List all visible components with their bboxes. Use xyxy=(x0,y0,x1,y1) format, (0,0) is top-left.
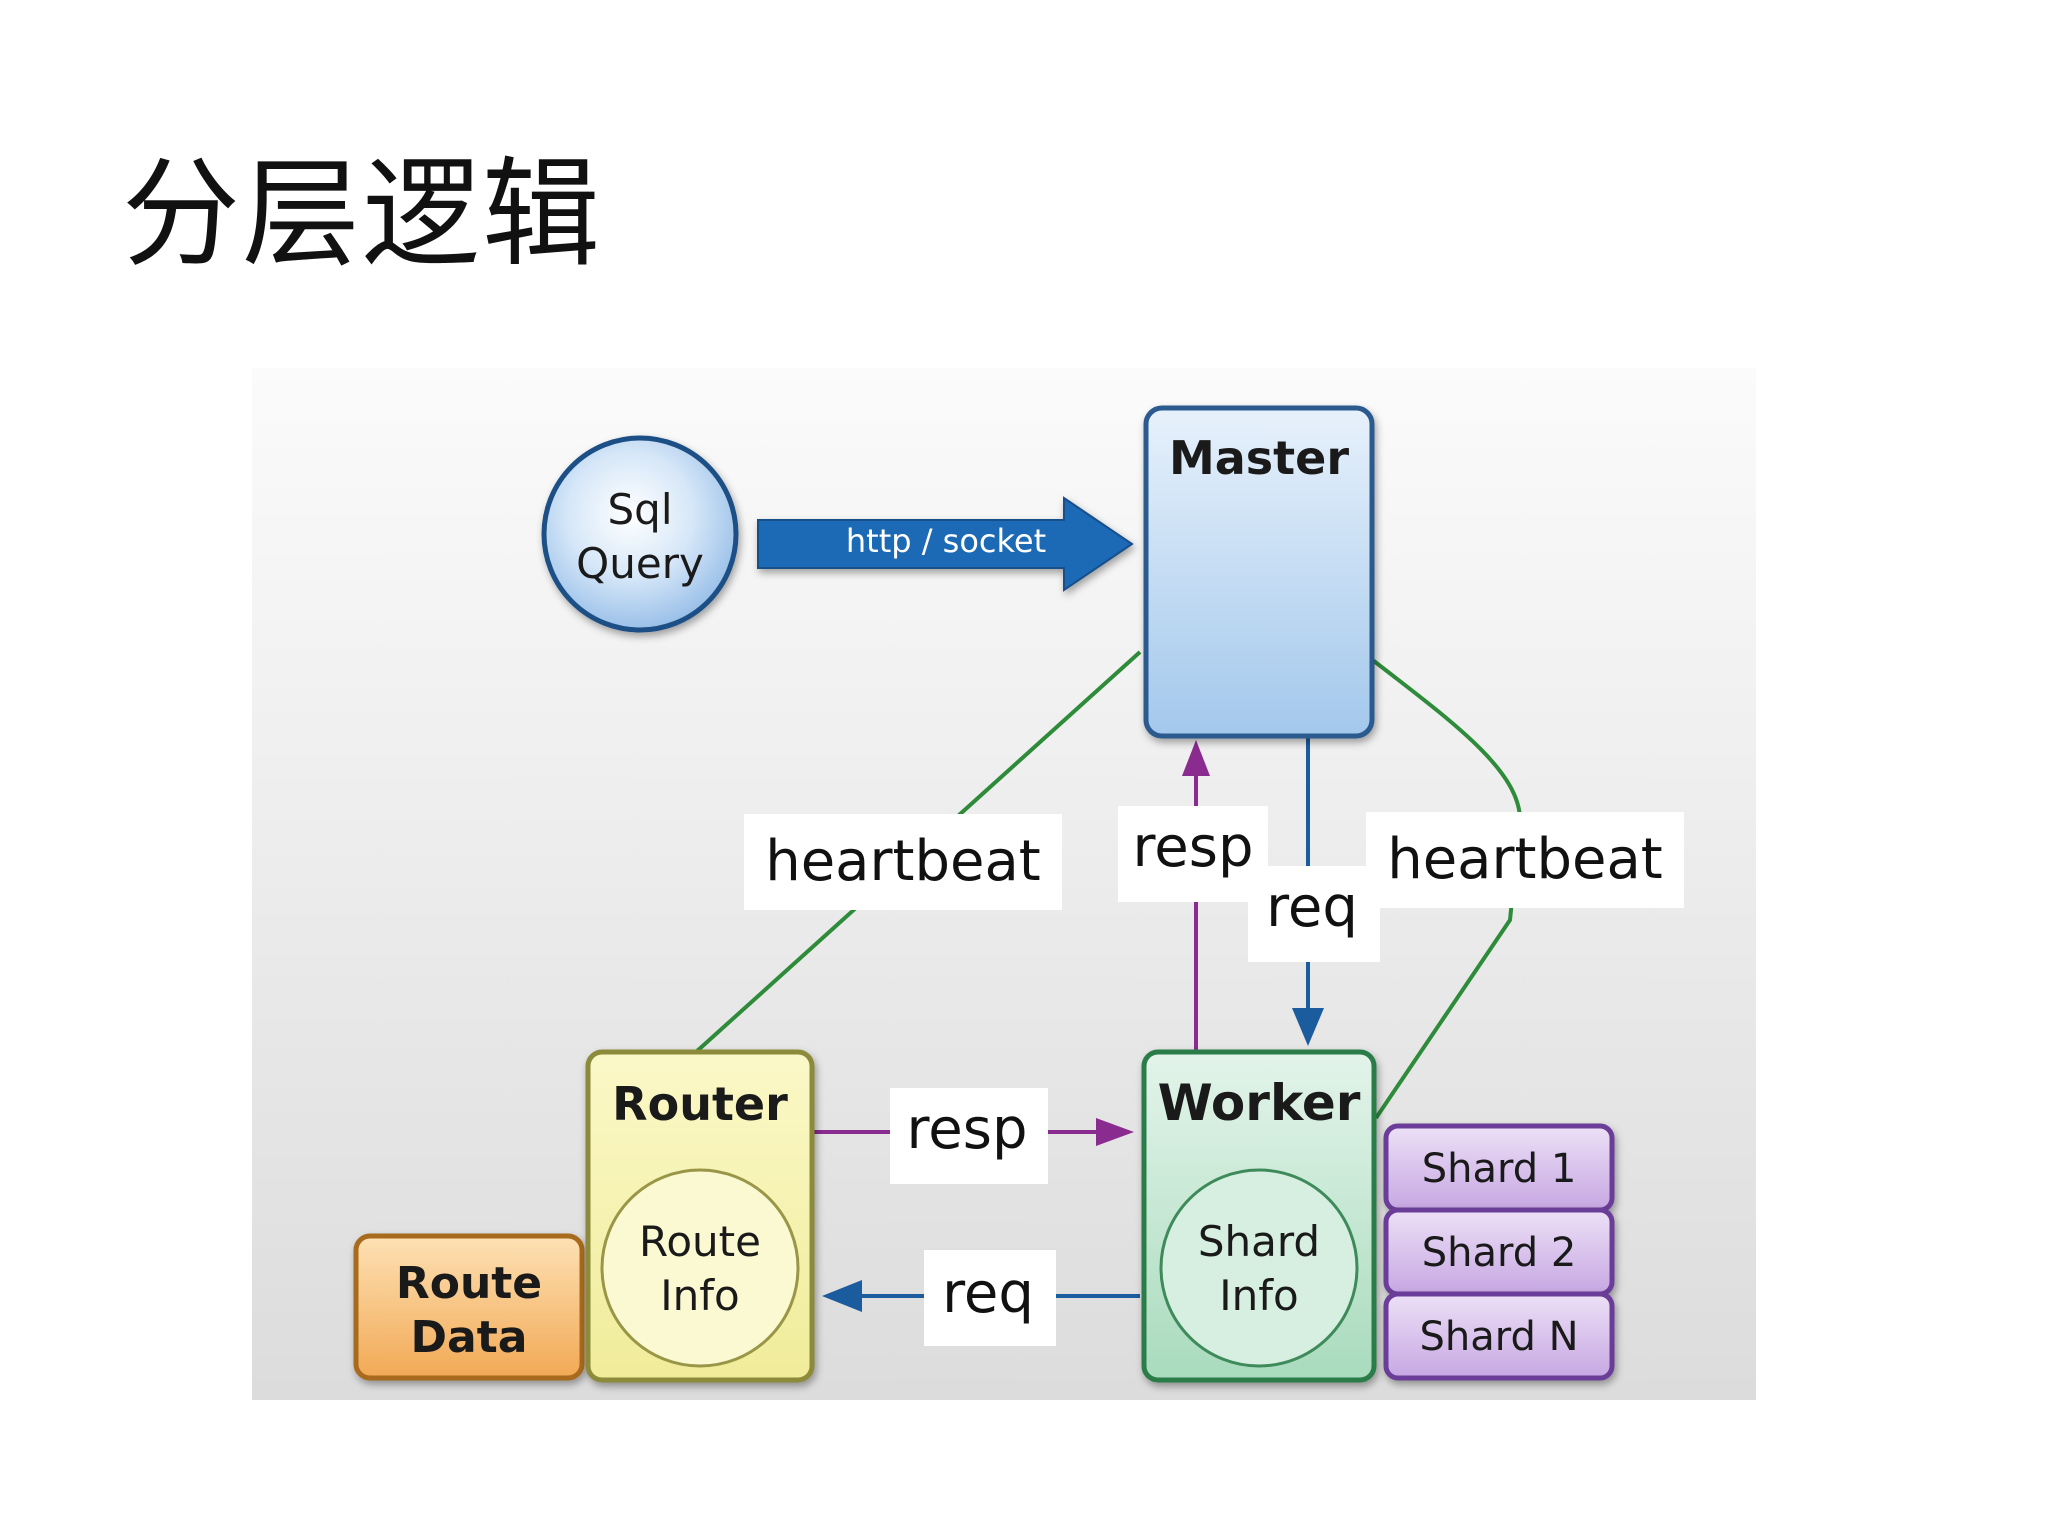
resp-router-label-box xyxy=(890,1088,1048,1184)
master-title: Master xyxy=(1169,431,1349,485)
worker-node: Worker Shard Info xyxy=(1141,1049,1377,1383)
heartbeat-left-label-box xyxy=(744,814,1062,910)
heartbeat-right-label-box xyxy=(1366,812,1684,908)
shard-1-node: Shard 1 xyxy=(1383,1123,1615,1213)
http-socket-label: http / socket xyxy=(846,522,1046,560)
resp-master-label: resp xyxy=(1133,815,1254,880)
master-node: Master xyxy=(1143,405,1375,739)
worker-title: Worker xyxy=(1158,1074,1361,1132)
shard-1-label: Shard 1 xyxy=(1422,1146,1577,1192)
req-master-label-box xyxy=(1248,866,1380,962)
shard-n-label: Shard N xyxy=(1419,1314,1578,1360)
sql-query-line1: Sql xyxy=(608,485,673,534)
req-router-label: req xyxy=(942,1261,1034,1326)
route-info-circle xyxy=(600,1168,800,1368)
heartbeat-left-label: heartbeat xyxy=(765,829,1041,894)
route-data-line1: Route xyxy=(396,1258,542,1309)
shard-2-node: Shard 2 xyxy=(1383,1207,1615,1297)
sql-query-node: Sql Query xyxy=(541,435,739,633)
http-socket-arrow xyxy=(757,496,1134,592)
shard-info-circle xyxy=(1159,1168,1359,1368)
resp-to-master-arrowhead xyxy=(1182,740,1210,776)
req-router-label-box xyxy=(924,1250,1056,1346)
heartbeat-right-label: heartbeat xyxy=(1387,827,1663,892)
route-info-line2: Info xyxy=(660,1271,740,1320)
route-data-node: Route Data xyxy=(353,1233,585,1381)
sql-query-line2: Query xyxy=(576,539,704,588)
shard-2-label: Shard 2 xyxy=(1422,1230,1577,1276)
resp-router-label: resp xyxy=(907,1097,1028,1162)
router-title: Router xyxy=(612,1077,788,1131)
req-to-worker-arrowhead xyxy=(1292,1008,1324,1046)
shard-info-line2: Info xyxy=(1219,1271,1299,1320)
req-master-label: req xyxy=(1266,875,1358,940)
route-data-line2: Data xyxy=(411,1312,528,1363)
shard-n-node: Shard N xyxy=(1383,1291,1615,1381)
router-node: Router Route Info xyxy=(585,1049,815,1383)
resp-to-worker-arrowhead xyxy=(1096,1118,1134,1146)
req-to-router-arrowhead xyxy=(822,1280,862,1312)
route-info-line1: Route xyxy=(639,1217,761,1266)
resp-master-label-box xyxy=(1118,806,1268,902)
slide-title: 分层逻辑 xyxy=(122,145,603,283)
shard-info-line1: Shard xyxy=(1198,1217,1320,1266)
